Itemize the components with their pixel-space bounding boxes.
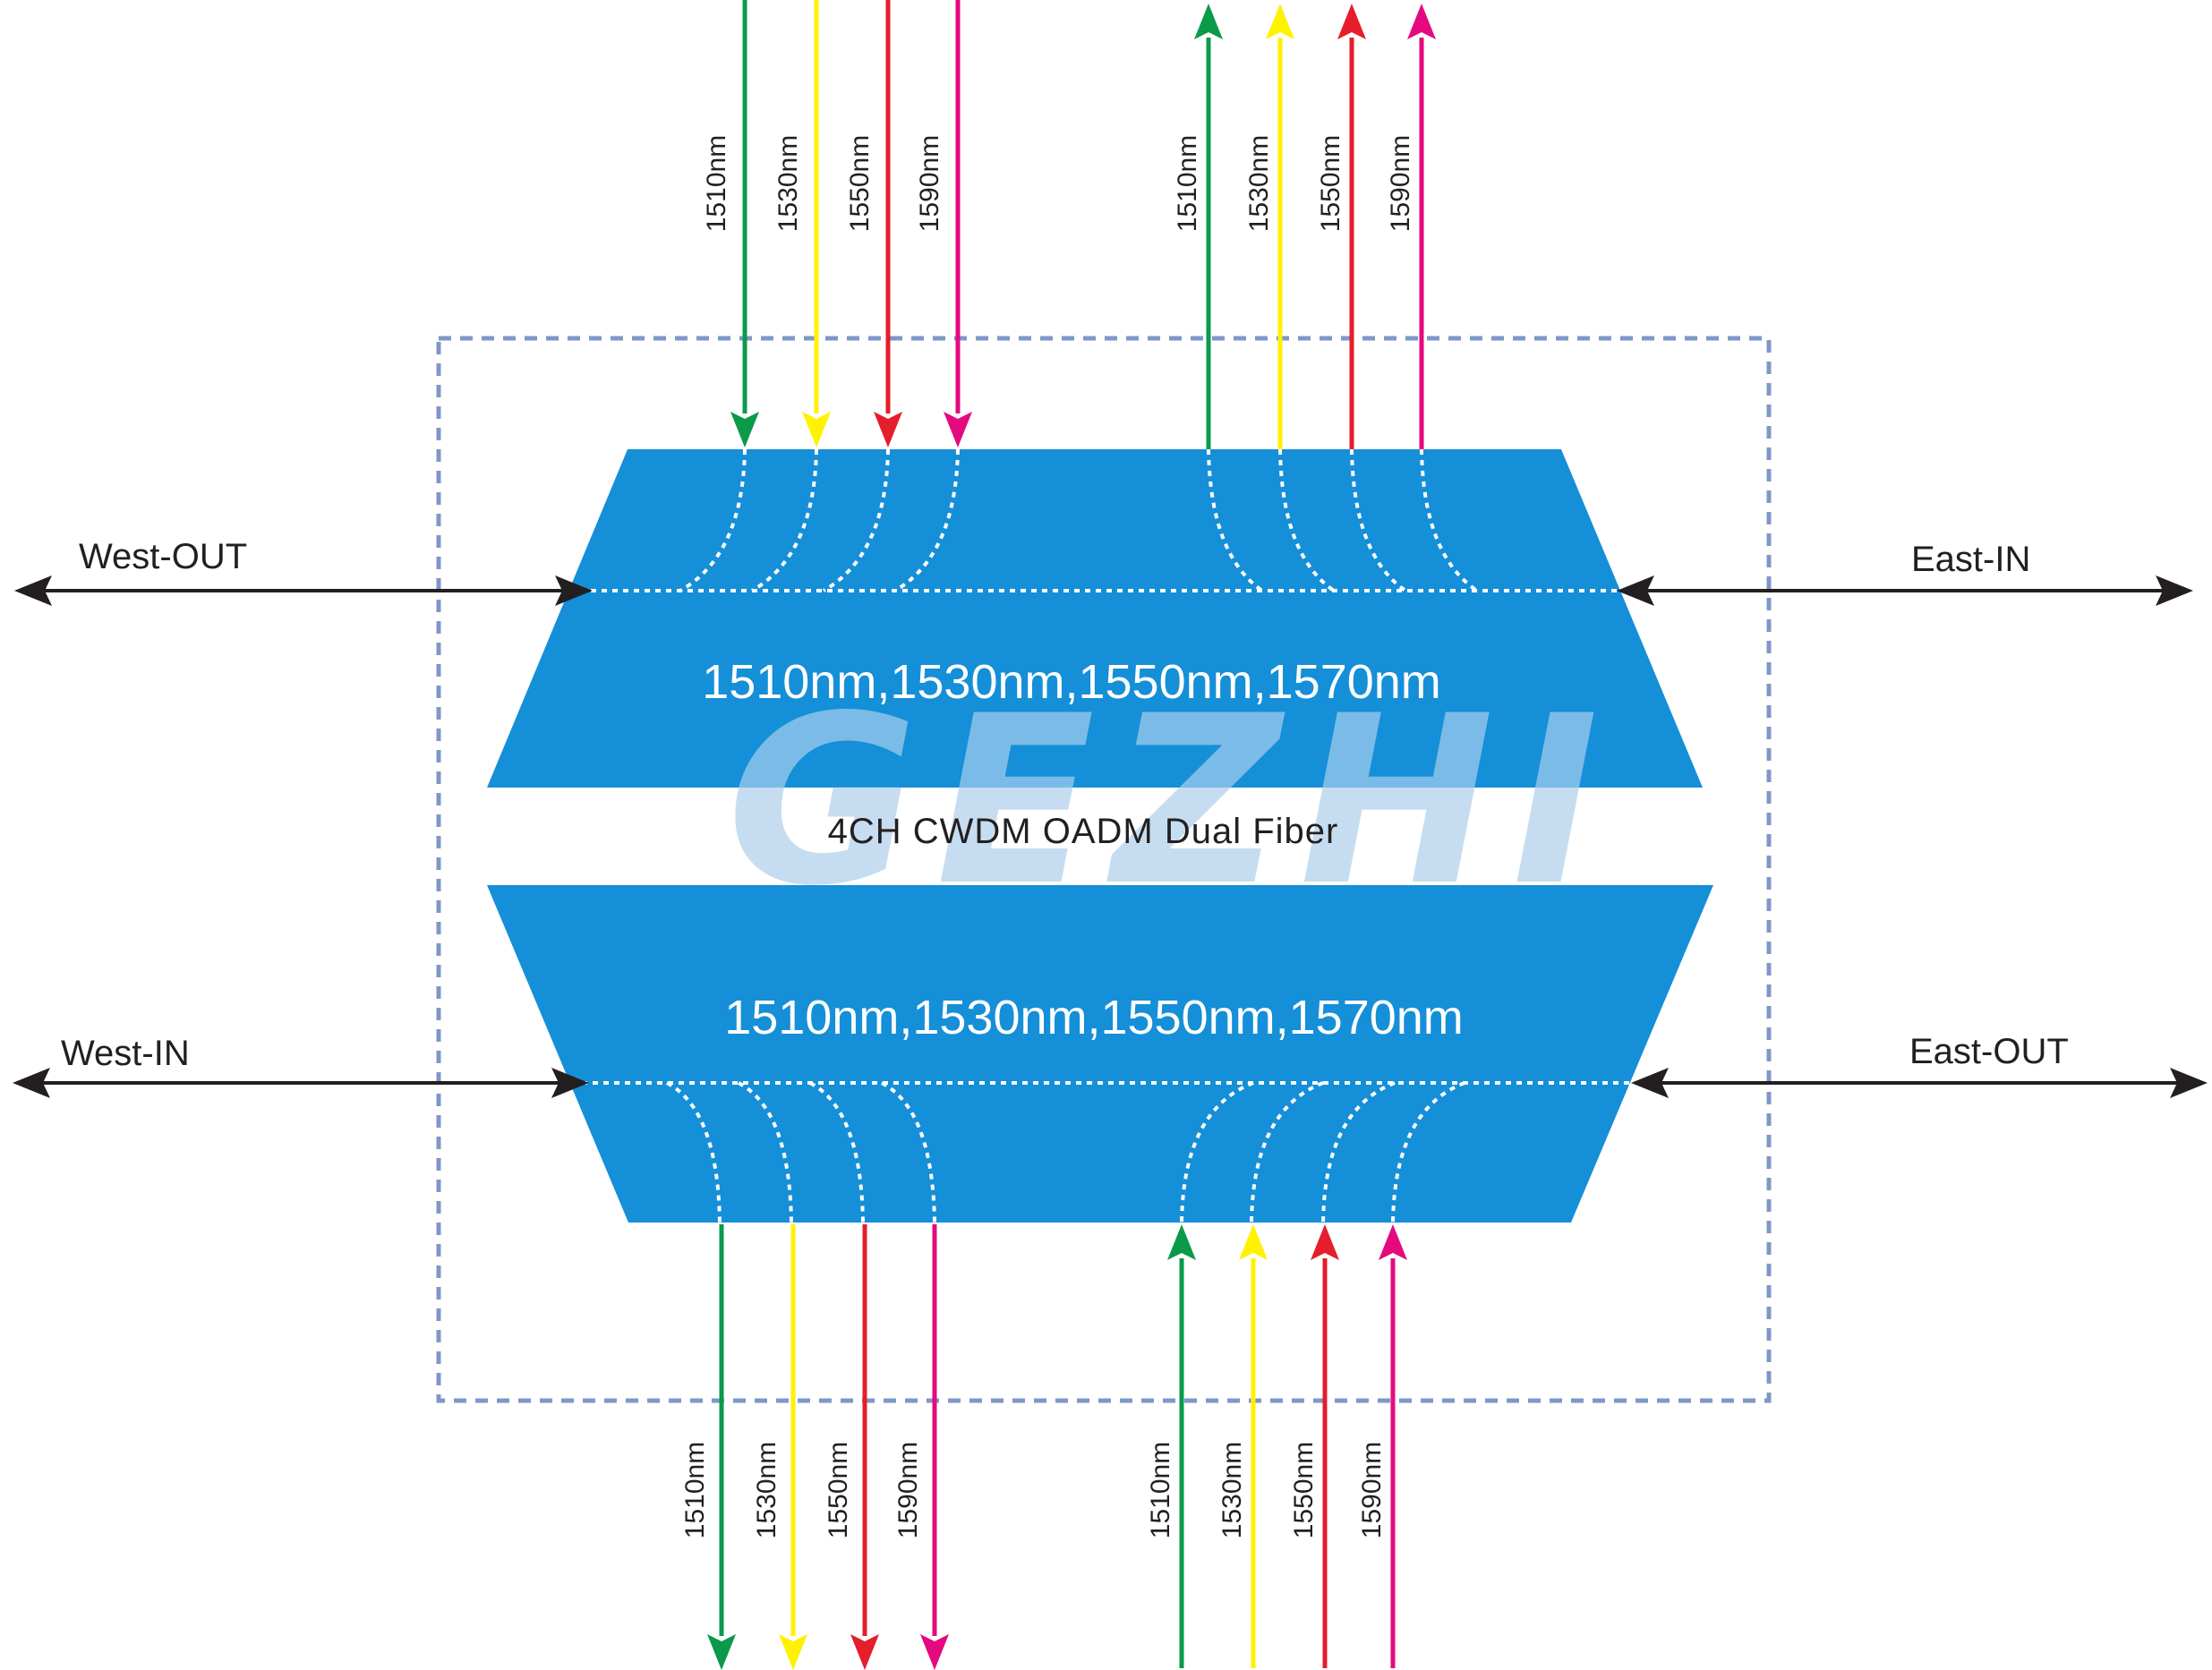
bottom-add-1590nm-arrowhead-icon xyxy=(1379,1224,1407,1260)
bottom-drop-1590nm-arrowhead-icon xyxy=(920,1634,949,1670)
west-out-label: West-OUT xyxy=(79,537,247,576)
top-drop-1550nm-arrowhead-icon xyxy=(874,412,902,447)
west-in-label: West-IN xyxy=(61,1034,190,1073)
top-drop-wavelength-label: 1550nm xyxy=(845,135,875,232)
upper-filter-band xyxy=(487,449,1703,788)
module-title: 4CH CWDM OADM Dual Fiber xyxy=(828,812,1339,851)
upper-band-label: 1510nm,1530nm,1550nm,1570nm xyxy=(702,655,1441,709)
bottom-drop-1550nm-arrowhead-icon xyxy=(850,1634,879,1670)
top-add-wavelength-label: 1590nm xyxy=(1386,135,1415,232)
bottom-drop-1530nm-arrowhead-icon xyxy=(779,1634,807,1670)
bottom-drop-wavelength-label: 1550nm xyxy=(824,1442,853,1538)
east-out-arrow xyxy=(1631,1068,2208,1098)
top-drop-1510nm-arrowhead-icon xyxy=(730,412,759,447)
module-frame xyxy=(436,336,1772,1403)
east-in-label: East-IN xyxy=(1911,540,2030,579)
bottom-drop-1510nm-arrowhead-icon xyxy=(707,1634,736,1670)
top-add-1530nm-arrowhead-icon xyxy=(1266,4,1294,39)
top-drop-wavelength-label: 1590nm xyxy=(915,135,944,232)
top-drop-1530nm-arrowhead-icon xyxy=(802,412,831,447)
bottom-add-wavelength-label: 1510nm xyxy=(1146,1442,1175,1538)
bottom-add-1550nm-arrowhead-icon xyxy=(1311,1224,1339,1260)
bottom-drop-wavelength-label: 1510nm xyxy=(680,1442,710,1538)
bottom-drop-wavelength-label: 1530nm xyxy=(752,1442,781,1538)
gezhi-logo-overlay: GEZHI xyxy=(727,667,1617,937)
east-in-arrow xyxy=(1617,575,2193,606)
port-arrows xyxy=(13,575,2208,1098)
top-add-1510nm-arrowhead-icon xyxy=(1194,4,1223,39)
top-add-wavelength-label: 1530nm xyxy=(1244,135,1274,232)
top-drop-wavelength-label: 1530nm xyxy=(773,135,803,232)
bottom-add-wavelength-label: 1530nm xyxy=(1217,1442,1247,1538)
channel-arrows xyxy=(707,0,1436,1670)
bottom-drop-wavelength-label: 1590nm xyxy=(893,1442,923,1538)
top-add-wavelength-label: 1510nm xyxy=(1173,135,1202,232)
upper-internal-paths xyxy=(591,448,1617,592)
top-add-wavelength-label: 1550nm xyxy=(1316,135,1345,232)
bottom-add-1530nm-arrowhead-icon xyxy=(1239,1224,1268,1260)
bottom-add-wavelength-label: 1590nm xyxy=(1357,1442,1387,1538)
top-drop-wavelength-label: 1510nm xyxy=(702,135,731,232)
bottom-add-1510nm-arrowhead-icon xyxy=(1167,1224,1196,1260)
west-out-arrow xyxy=(14,575,593,606)
lower-internal-paths xyxy=(582,1081,1629,1223)
top-drop-1590nm-arrowhead-icon xyxy=(944,412,972,447)
top-add-1590nm-arrowhead-icon xyxy=(1407,4,1436,39)
lower-band-label: 1510nm,1530nm,1550nm,1570nm xyxy=(724,991,1464,1044)
bottom-add-wavelength-label: 1550nm xyxy=(1289,1442,1319,1538)
west-in-arrow xyxy=(13,1068,589,1098)
east-out-label: East-OUT xyxy=(1909,1032,2069,1071)
lower-filter-band xyxy=(487,885,1713,1223)
channel-labels: 1510nm 1530nm 1550nm 1590nm 1510nm 1530nm 1550… xyxy=(680,135,1415,1538)
top-add-1550nm-arrowhead-icon xyxy=(1337,4,1366,39)
